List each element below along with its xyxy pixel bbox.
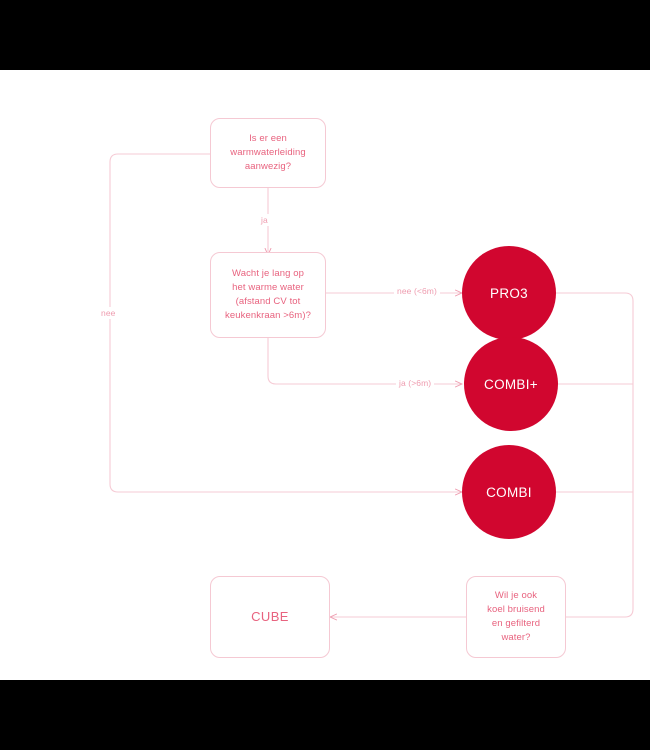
node-question-wachttijd[interactable]: Wacht je lang op het warme water (afstan… xyxy=(210,252,326,338)
edge-label-nee: nee xyxy=(98,307,119,319)
flowchart-canvas: Is er een warmwaterleiding aanwezig? Wac… xyxy=(0,70,650,680)
node-label: Wil je ook koel bruisend en gefilterd wa… xyxy=(487,590,545,643)
node-result-pro3[interactable]: PRO3 xyxy=(462,246,556,340)
flowchart-edges xyxy=(109,153,634,680)
node-result-combi-plus[interactable]: COMBI+ xyxy=(464,337,558,431)
node-question-bruisend-water[interactable]: Wil je ook koel bruisend en gefilterd wa… xyxy=(466,576,566,658)
letterbox-bar-top xyxy=(0,0,650,70)
node-question-warmwaterleiding[interactable]: Is er een warmwaterleiding aanwezig? xyxy=(210,118,326,188)
edge-q1-to-combi xyxy=(109,153,462,492)
node-label: Wacht je lang op het warme water (afstan… xyxy=(225,268,311,321)
edge-pro3-to-q3 xyxy=(556,292,634,618)
node-result-cube[interactable]: CUBE xyxy=(210,576,330,658)
edge-label-ja-gt-6m: ja (>6m) xyxy=(396,377,435,389)
edge-label-nee-lt-6m: nee (<6m) xyxy=(394,285,440,297)
node-label: CUBE xyxy=(251,608,289,624)
node-label: PRO3 xyxy=(490,285,528,301)
edge-label-ja: ja xyxy=(258,214,271,226)
node-label: COMBI+ xyxy=(484,376,538,392)
letterbox-bar-bottom xyxy=(0,680,650,750)
node-label: Is er een warmwaterleiding aanwezig? xyxy=(230,133,306,172)
node-label: COMBI xyxy=(486,484,532,500)
edge-q2-to-combiplus xyxy=(267,337,462,384)
node-result-combi[interactable]: COMBI xyxy=(462,445,556,539)
